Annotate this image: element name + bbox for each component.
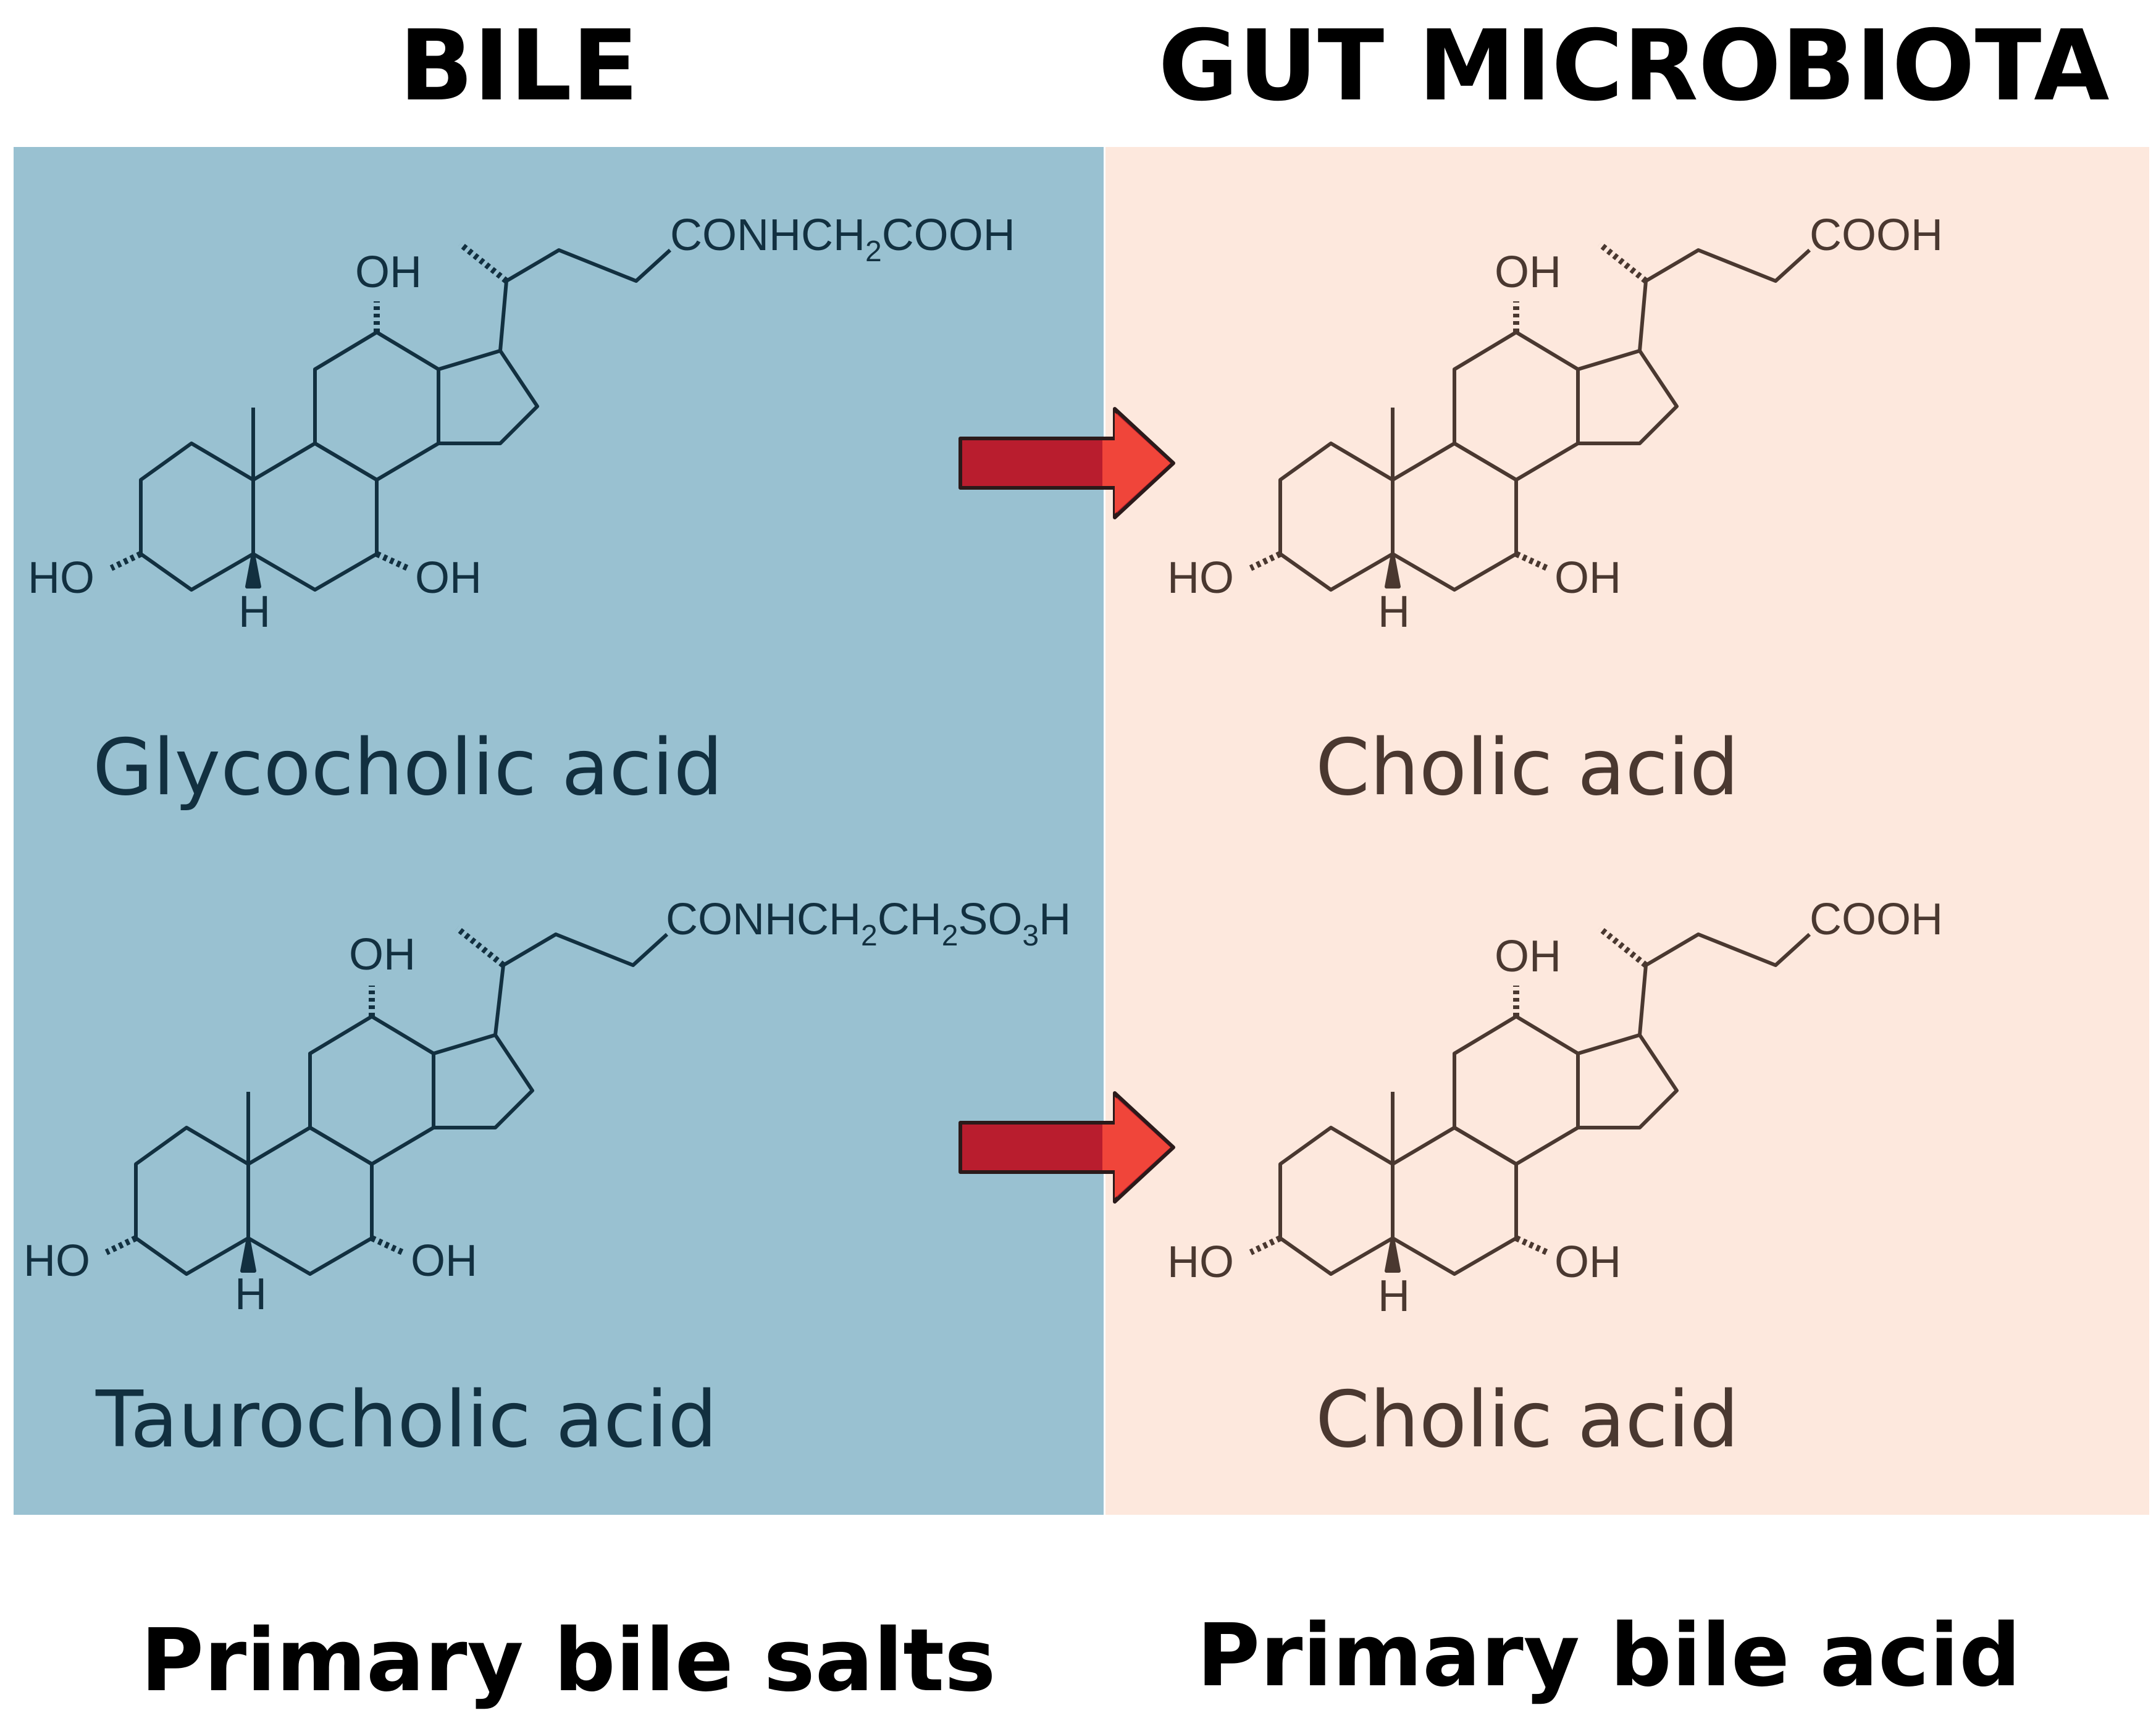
- oh-top-label: OH: [1495, 932, 1561, 981]
- h-label: H: [1378, 1271, 1410, 1321]
- glycocholic-acid-structure: OH HO OH H CONHCH2COOH: [28, 211, 1015, 637]
- gut-microbiota-heading: GUT MICROBIOTA: [1158, 9, 2110, 123]
- oh-bottom-label: OH: [411, 1236, 477, 1286]
- side-chain-label: CONHCH2CH2SO3H: [666, 895, 1071, 952]
- bile-heading: BILE: [399, 9, 639, 123]
- ho-left-label: HO: [1167, 553, 1234, 603]
- conversion-arrow-bottom: [958, 1091, 1175, 1204]
- cholic-acid-label-top: Cholic acid: [1315, 722, 1739, 813]
- oh-top-label: OH: [355, 248, 422, 297]
- h-label: H: [235, 1270, 267, 1319]
- side-chain-label: COOH: [1810, 211, 1943, 260]
- taurocholic-acid-structure: OH HO OH H CONHCH2CH2SO3H: [23, 895, 1071, 1319]
- cholic-acid-structure-bottom: OH HO OH H COOH: [1167, 895, 1943, 1321]
- bile-panel: [14, 147, 1104, 1515]
- primary-bile-salts-caption: Primary bile salts: [140, 1611, 996, 1711]
- oh-bottom-label: OH: [1554, 1238, 1621, 1287]
- oh-bottom-label: OH: [415, 553, 482, 603]
- taurocholic-acid-label: Taurocholic acid: [96, 1374, 718, 1465]
- primary-bile-acid-caption: Primary bile acid: [1196, 1606, 2021, 1706]
- glycocholic-acid-label: Glycocholic acid: [93, 722, 723, 813]
- h-label: H: [1378, 587, 1410, 637]
- ho-left-label: HO: [28, 553, 94, 603]
- oh-top-label: OH: [1495, 248, 1561, 297]
- ho-left-label: HO: [1167, 1238, 1234, 1287]
- gut-microbiota-panel: [1105, 147, 2149, 1515]
- oh-bottom-label: OH: [1554, 553, 1621, 603]
- ho-left-label: HO: [23, 1236, 90, 1286]
- side-chain-label: CONHCH2COOH: [670, 211, 1015, 268]
- conversion-arrow-top: [958, 407, 1175, 519]
- side-chain-label: COOH: [1810, 895, 1943, 944]
- cholic-acid-label-bottom: Cholic acid: [1315, 1374, 1739, 1465]
- h-label: H: [238, 587, 271, 637]
- oh-top-label: OH: [349, 930, 416, 979]
- cholic-acid-structure-top: OH HO OH H COOH: [1167, 211, 1943, 637]
